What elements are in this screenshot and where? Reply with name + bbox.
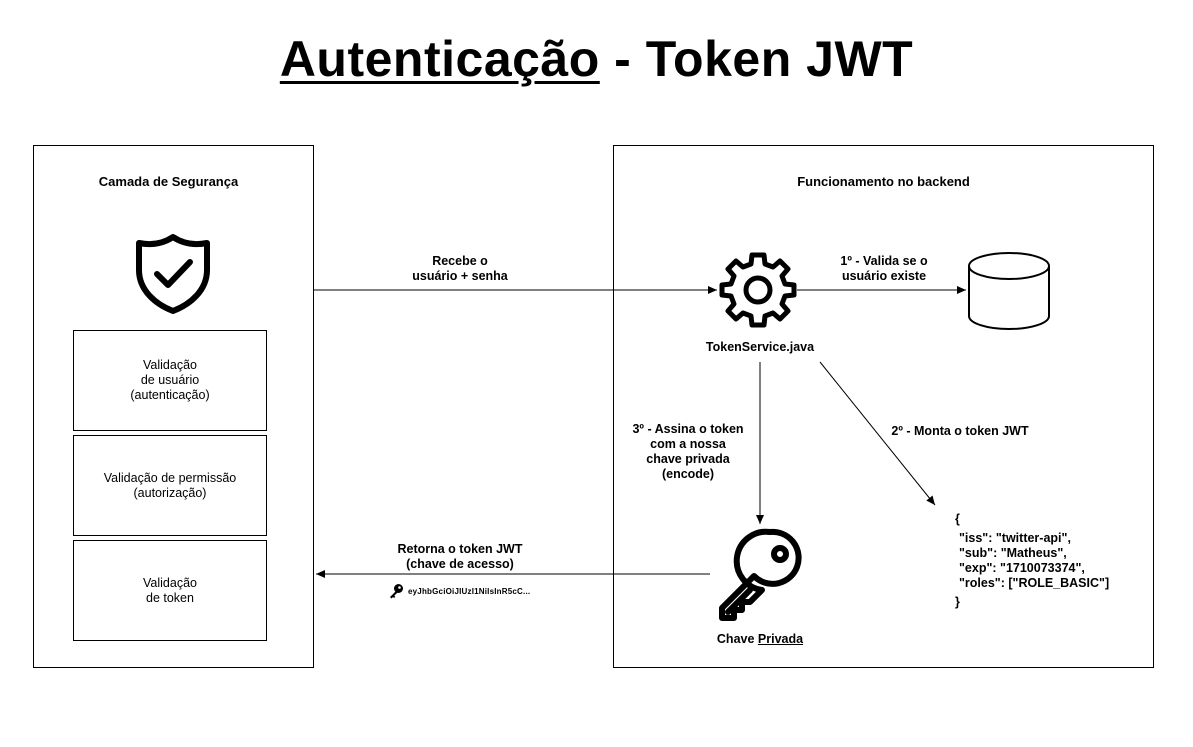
page-title: Autenticação - Token JWT [0, 30, 1193, 88]
jwt-open-brace: { [955, 512, 960, 526]
private-key-label-prefix: Chave [716, 632, 758, 646]
private-key-label-underlined: Privada [757, 632, 804, 646]
return-label: Retorna o token JWT (chave de acesso) [397, 542, 523, 571]
permission-validation-box: Validação de permissão (autorização) [73, 435, 267, 536]
token-preview: eyJhbGciOiJIUzI1NiIsInR5cC... [408, 587, 531, 596]
arrow-build [819, 361, 936, 506]
sign-label: 3º - Assina o token com a nossa chave pr… [632, 422, 744, 481]
token-validation-box: Validação de token [73, 540, 267, 641]
title-rest: - Token JWT [599, 31, 914, 87]
key-icon [719, 528, 802, 621]
title-underlined: Autenticação [279, 31, 600, 87]
jwt-close-brace: } [955, 595, 960, 609]
shield-check-icon [136, 234, 210, 314]
jwt-payload: { "iss": "twitter-api", "sub": "Matheus"… [955, 512, 1109, 610]
jwt-line-exp: "exp": "1710073374", [959, 561, 1085, 575]
jwt-line-sub: "sub": "Matheus", [959, 546, 1067, 560]
build-label: 2º - Monta o token JWT [891, 424, 1029, 438]
private-key-label: Chave Privada [690, 632, 830, 647]
jwt-line-iss: "iss": "twitter-api", [959, 531, 1071, 545]
security-layer-title: Camada de Segurança [98, 174, 239, 189]
validate-label: 1º - Valida se o usuário existe [840, 254, 928, 283]
gear-icon [719, 252, 797, 328]
user-validation-box: Validação de usuário (autenticação) [73, 330, 267, 431]
backend-panel-title: Funcionamento no backend [797, 174, 970, 189]
jwt-line-roles: "roles": ["ROLE_BASIC"] [959, 576, 1110, 590]
small-key-icon [390, 584, 403, 599]
receive-label: Recebe o usuário + senha [412, 254, 508, 283]
token-service-label: TokenService.java [705, 340, 815, 354]
backend-panel [613, 145, 1154, 668]
database-icon [968, 252, 1050, 330]
